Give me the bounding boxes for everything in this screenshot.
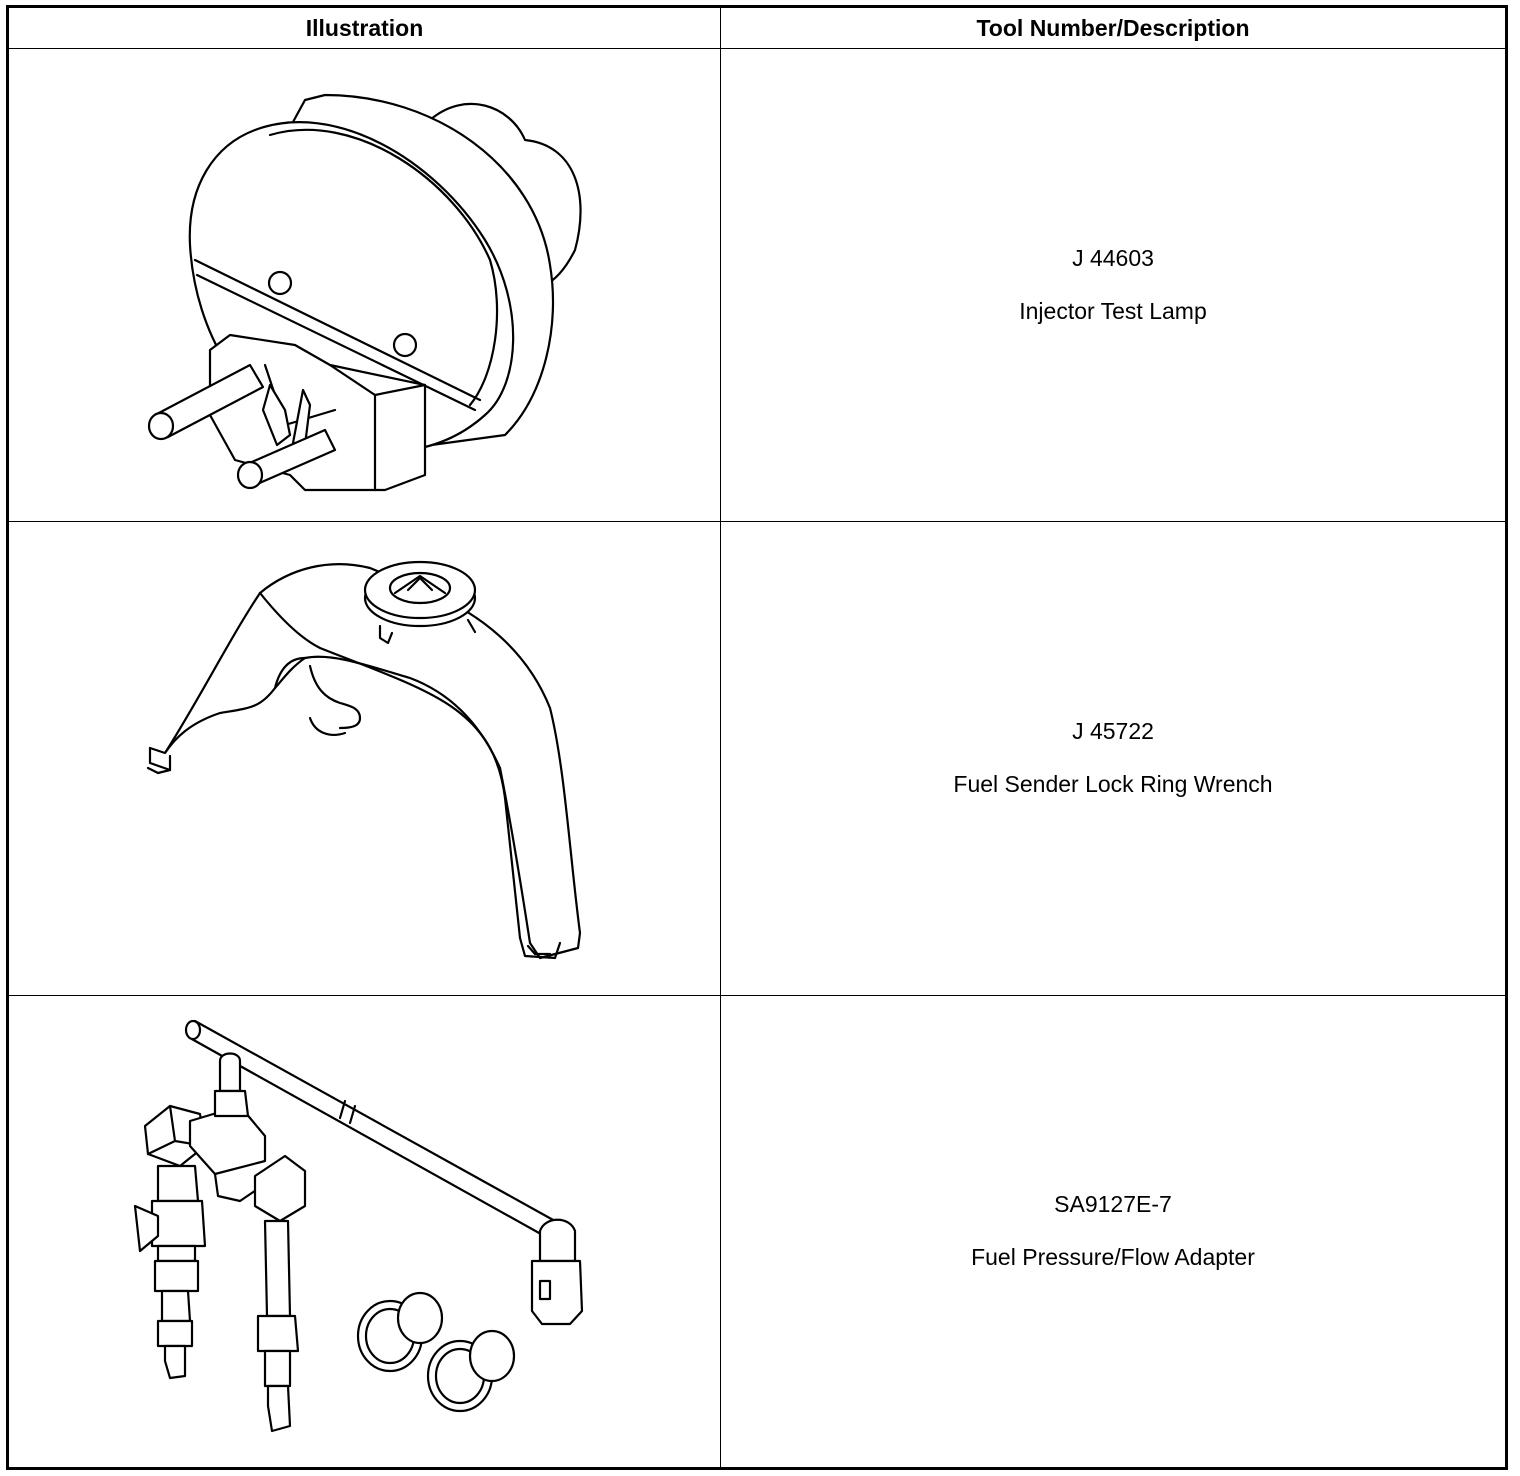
table-row: SA9127E-7 Fuel Pressure/Flow Adapter xyxy=(7,994,1507,1470)
illustration-cell xyxy=(7,994,721,1470)
tool-number: J 45722 xyxy=(1072,718,1154,745)
tool-description: Fuel Pressure/Flow Adapter xyxy=(971,1244,1255,1271)
illustration-cell xyxy=(7,47,721,523)
tool-number: J 44603 xyxy=(1072,245,1154,272)
illustration-cell xyxy=(7,521,721,996)
injector-test-lamp-icon xyxy=(147,94,582,492)
tool-description: Fuel Sender Lock Ring Wrench xyxy=(953,771,1273,798)
header-illustration: Illustration xyxy=(7,6,721,49)
header-tool-description: Tool Number/Description xyxy=(720,6,1507,49)
tool-number: SA9127E-7 xyxy=(1054,1191,1172,1218)
table-row: J 44603 Injector Test Lamp xyxy=(7,47,1507,523)
tool-description-cell: J 44603 Injector Test Lamp xyxy=(720,47,1507,523)
table-row: J 45722 Fuel Sender Lock Ring Wrench xyxy=(7,521,1507,996)
tool-description-cell: SA9127E-7 Fuel Pressure/Flow Adapter xyxy=(720,994,1507,1470)
fuel-pressure-adapter-icon xyxy=(133,1020,583,1433)
tool-table: Illustration Tool Number/Description xyxy=(6,5,1508,1470)
tool-description-cell: J 45722 Fuel Sender Lock Ring Wrench xyxy=(720,521,1507,996)
tool-description: Injector Test Lamp xyxy=(1019,298,1207,325)
lock-ring-wrench-icon xyxy=(146,561,581,960)
header-row: Illustration Tool Number/Description xyxy=(7,6,1507,49)
